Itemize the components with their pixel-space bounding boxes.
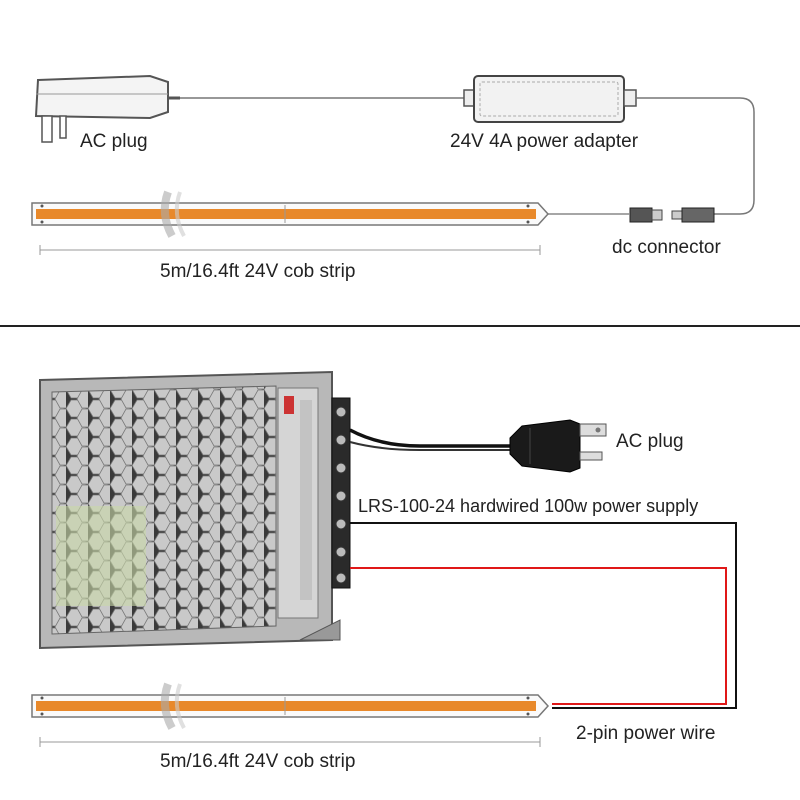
us-plug-icon — [509, 419, 607, 473]
power-supply-icon — [39, 370, 351, 650]
strip-label-bottom: 5m/16.4ft 24V cob strip — [160, 751, 355, 772]
led-strip-icon — [31, 682, 550, 730]
dc-cable — [636, 97, 755, 215]
dc-connector-icon — [629, 207, 715, 223]
led-strip-icon — [31, 190, 550, 238]
bottom-panel: AC plug LRS-100-24 hardwired 100w power … — [31, 370, 737, 772]
wire-label: 2-pin power wire — [576, 723, 715, 744]
red-wire — [350, 567, 727, 705]
strip-dimension-line — [39, 245, 541, 255]
ac-plug-label: AC plug — [80, 131, 148, 152]
black-wire — [350, 522, 737, 709]
strip-cob-band — [36, 701, 536, 711]
ac-plug-icon — [34, 74, 180, 143]
ac-plug-label-bottom: AC plug — [616, 431, 684, 452]
top-panel: AC plug 24V 4A power adapter dc connecto… — [31, 74, 755, 282]
connector-label: dc connector — [612, 237, 721, 258]
strip-label-top: 5m/16.4ft 24V cob strip — [160, 261, 355, 282]
power-adapter-icon — [463, 75, 637, 123]
ac-power-cord — [349, 428, 510, 448]
strip-dimension-line — [39, 737, 541, 747]
power-supply-label: LRS-100-24 hardwired 100w power supply — [358, 496, 698, 516]
strip-cob-band — [36, 209, 536, 219]
adapter-label: 24V 4A power adapter — [450, 131, 639, 152]
